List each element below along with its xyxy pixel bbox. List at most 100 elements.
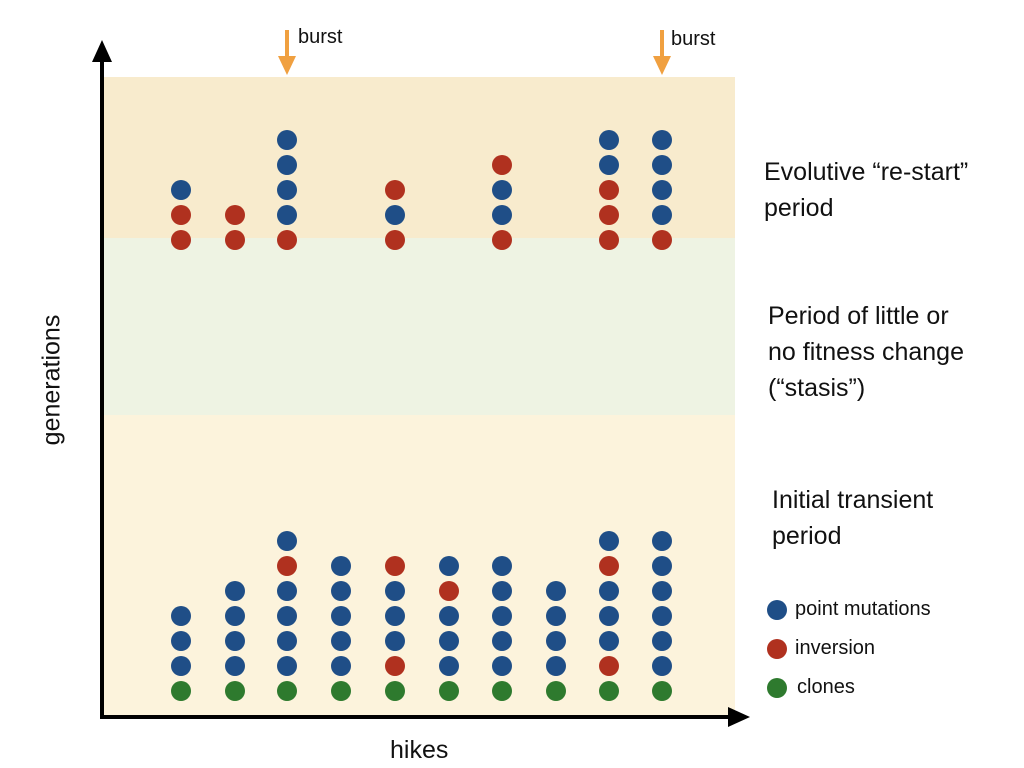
clone-dot [492, 681, 512, 701]
point-mutation-dot [652, 180, 672, 200]
inversion-dot [171, 230, 191, 250]
point-mutation-dot [225, 606, 245, 626]
point-mutation-dot [385, 581, 405, 601]
inversion-dot [492, 155, 512, 175]
point-mutation-dot [492, 656, 512, 676]
inversion-dot [652, 230, 672, 250]
point-mutation-dot [546, 581, 566, 601]
inversion-dot [599, 656, 619, 676]
point-mutation-dot [277, 631, 297, 651]
point-mutation-dot [599, 155, 619, 175]
inversion-dot [385, 556, 405, 576]
inversion-dot [225, 230, 245, 250]
inversion-dot [171, 205, 191, 225]
point-mutation-dot [277, 180, 297, 200]
point-mutation-dot [277, 656, 297, 676]
inversion-dot [385, 230, 405, 250]
clone-dot [385, 681, 405, 701]
point-mutation-dot [652, 531, 672, 551]
point-mutation-dot [492, 581, 512, 601]
point-mutation-dot [652, 205, 672, 225]
point-mutation-dot [385, 606, 405, 626]
point-mutation-dot [171, 606, 191, 626]
point-mutation-dot [171, 180, 191, 200]
clone-dot [599, 681, 619, 701]
inversion-dot [599, 205, 619, 225]
point-mutation-dot [277, 581, 297, 601]
inversion-dot [599, 556, 619, 576]
x-axis-label: hikes [390, 736, 449, 764]
point-mutation-dot [277, 205, 297, 225]
point-mutation-dot [277, 155, 297, 175]
period-band-initial [103, 415, 735, 718]
point-mutation-dot [331, 556, 351, 576]
point-mutation-dot [652, 631, 672, 651]
period-label-initial: Initial transient period [772, 486, 934, 550]
inversion-dot [277, 230, 297, 250]
point-mutation-dot [652, 656, 672, 676]
period-bands [103, 77, 735, 718]
inversion-dot [225, 205, 245, 225]
point-mutation-dot [171, 631, 191, 651]
point-mutation-dot [277, 531, 297, 551]
point-mutation-dot [439, 656, 459, 676]
burst-arrowhead [653, 56, 671, 75]
inversion-dot [599, 180, 619, 200]
y-axis-arrowhead [92, 40, 112, 62]
point-mutation-dot [492, 606, 512, 626]
legend-marker-inversion [767, 639, 787, 659]
point-mutation-dot [331, 581, 351, 601]
x-axis-arrowhead [728, 707, 750, 727]
point-mutation-dot [492, 205, 512, 225]
point-mutation-dot [652, 606, 672, 626]
y-axis-label: generations [37, 314, 66, 446]
point-mutation-dot [385, 631, 405, 651]
point-mutation-dot [599, 606, 619, 626]
point-mutation-dot [492, 556, 512, 576]
point-mutation-dot [331, 606, 351, 626]
period-band-restart [103, 77, 735, 238]
event-dots [171, 130, 672, 701]
legend-marker-point [767, 600, 787, 620]
clone-dot [277, 681, 297, 701]
inversion-dot [385, 180, 405, 200]
burst-label: burst [671, 28, 716, 50]
point-mutation-dot [599, 581, 619, 601]
axes [92, 40, 750, 727]
inversion-dot [277, 556, 297, 576]
point-mutation-dot [492, 631, 512, 651]
burst-label: burst [298, 26, 343, 48]
point-mutation-dot [546, 656, 566, 676]
inversion-dot [492, 230, 512, 250]
point-mutation-dot [439, 556, 459, 576]
point-mutation-dot [171, 656, 191, 676]
point-mutation-dot [546, 606, 566, 626]
clone-dot [331, 681, 351, 701]
point-mutation-dot [599, 531, 619, 551]
legend-label-point-mutations: point mutations [795, 598, 931, 620]
point-mutation-dot [225, 631, 245, 651]
inversion-dot [599, 230, 619, 250]
legend-markers [767, 600, 787, 698]
point-mutation-dot [439, 606, 459, 626]
period-band-stasis [103, 238, 735, 415]
inversion-dot [439, 581, 459, 601]
point-mutation-dot [652, 556, 672, 576]
point-mutation-dot [492, 180, 512, 200]
point-mutation-dot [331, 656, 351, 676]
burst-arrows [278, 30, 671, 75]
point-mutation-dot [599, 631, 619, 651]
clone-dot [546, 681, 566, 701]
point-mutation-dot [225, 656, 245, 676]
legend-label-inversion: inversion [795, 637, 876, 659]
point-mutation-dot [546, 631, 566, 651]
clone-dot [652, 681, 672, 701]
inversion-dot [385, 656, 405, 676]
burst-arrowhead [278, 56, 296, 75]
clone-dot [171, 681, 191, 701]
legend-label-clones: clones [797, 676, 855, 698]
clone-dot [225, 681, 245, 701]
point-mutation-dot [439, 631, 459, 651]
point-mutation-dot [652, 130, 672, 150]
